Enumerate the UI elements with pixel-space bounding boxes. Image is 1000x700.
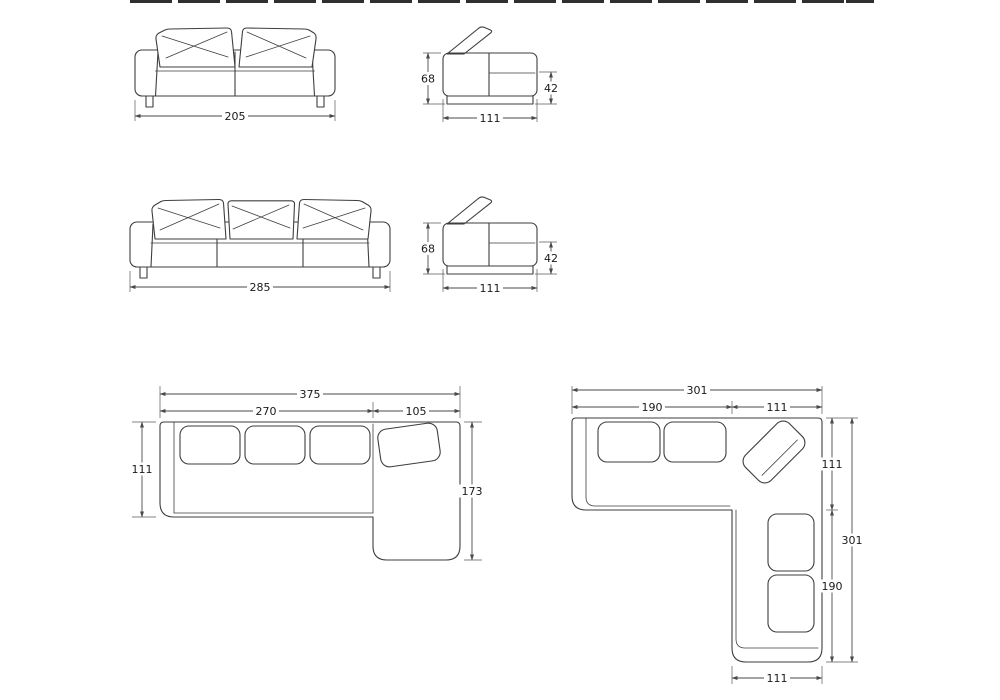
sectional-outline	[571, 417, 823, 663]
sofa-285-front-view: 285	[129, 198, 391, 294]
dim-chaise-depth-label: 173	[462, 485, 483, 498]
dim-label-bg	[129, 462, 155, 476]
side-view-drawing	[418, 27, 561, 125]
leg	[372, 266, 381, 279]
sofa-285-side-view: 68 42 111	[418, 197, 561, 295]
pillow	[238, 27, 317, 68]
dim-label-bg	[764, 400, 790, 414]
dim-front-height-label: 42	[544, 82, 558, 95]
cropped-content-strip	[130, 0, 874, 3]
pillow-crease	[246, 31, 307, 59]
dim-label-bg	[819, 579, 845, 593]
leg	[139, 266, 148, 279]
dim-label-bg	[819, 457, 845, 471]
corner-cushion	[742, 420, 806, 484]
dim-label-bg	[297, 387, 323, 401]
dim-label-bg	[403, 404, 429, 418]
arm-and-front-seam	[585, 417, 731, 507]
dim-label-bg	[222, 109, 248, 123]
back-cushion	[767, 513, 815, 572]
back-cushion	[179, 425, 241, 465]
back-cushion	[377, 422, 441, 468]
pillow-crease	[245, 35, 311, 58]
pillow-crease	[303, 203, 364, 231]
chaise-sectional-plan: 375 270 105 111 173	[129, 386, 485, 561]
dim-label-bg	[839, 533, 865, 547]
dim-label-bg	[247, 280, 273, 294]
dim-corner-width-label: 111	[767, 401, 788, 414]
dim-total-depth-label: 301	[842, 534, 863, 547]
dim-total-width-label: 301	[687, 384, 708, 397]
pillow-crease	[165, 31, 228, 59]
dim-front-height-label: 42	[544, 252, 558, 265]
back-cushion	[663, 421, 727, 463]
dim-height-label: 68	[421, 243, 435, 256]
sectional-outline	[159, 421, 461, 561]
back-cushion	[767, 574, 815, 633]
leg	[145, 95, 154, 108]
dim-lower-right-depth-label: 190	[822, 580, 843, 593]
dim-bottom-width-label: 111	[767, 672, 788, 685]
dim-height-label: 68	[421, 73, 435, 86]
dim-label-bg	[459, 484, 485, 498]
pillow-crease	[159, 203, 220, 231]
dim-width-label: 205	[225, 110, 246, 123]
dim-label-bg	[253, 404, 279, 418]
pillow-crease	[161, 35, 229, 58]
dim-chaise-width-label: 105	[406, 405, 427, 418]
back-cushion	[309, 425, 371, 465]
dim-depth-label: 111	[480, 282, 501, 295]
dim-label-bg	[684, 383, 710, 397]
pillow-crease	[157, 207, 221, 229]
left-arm-inner	[154, 51, 159, 97]
corner-sectional-plan: 301 190 111 111 190 301 111	[571, 383, 865, 685]
dimension-lines	[132, 386, 482, 561]
back-cushion	[597, 421, 661, 463]
pillow	[155, 27, 236, 68]
left-arm-inner	[150, 223, 154, 268]
pillow	[227, 200, 296, 240]
sofa-205-side-view: 68 42 111	[418, 27, 561, 125]
sofa-205-front-view: 205	[134, 27, 336, 123]
dim-label-bg	[764, 671, 790, 685]
dim-upper-right-depth-label: 111	[822, 458, 843, 471]
dim-width-label: 285	[250, 281, 271, 294]
side-view-drawing	[418, 197, 561, 295]
dim-total-width-label: 375	[300, 388, 321, 401]
front-seam-vertical	[735, 509, 819, 649]
leg	[316, 95, 325, 108]
pillow-crease	[232, 204, 290, 230]
dim-depth-label: 111	[480, 112, 501, 125]
back-cushion	[244, 425, 306, 465]
pillow-crease	[302, 207, 366, 229]
dim-sofa-width-label: 270	[256, 405, 277, 418]
dim-depth-label: 111	[132, 463, 153, 476]
dim-left-width-label: 190	[642, 401, 663, 414]
dim-label-bg	[639, 400, 665, 414]
